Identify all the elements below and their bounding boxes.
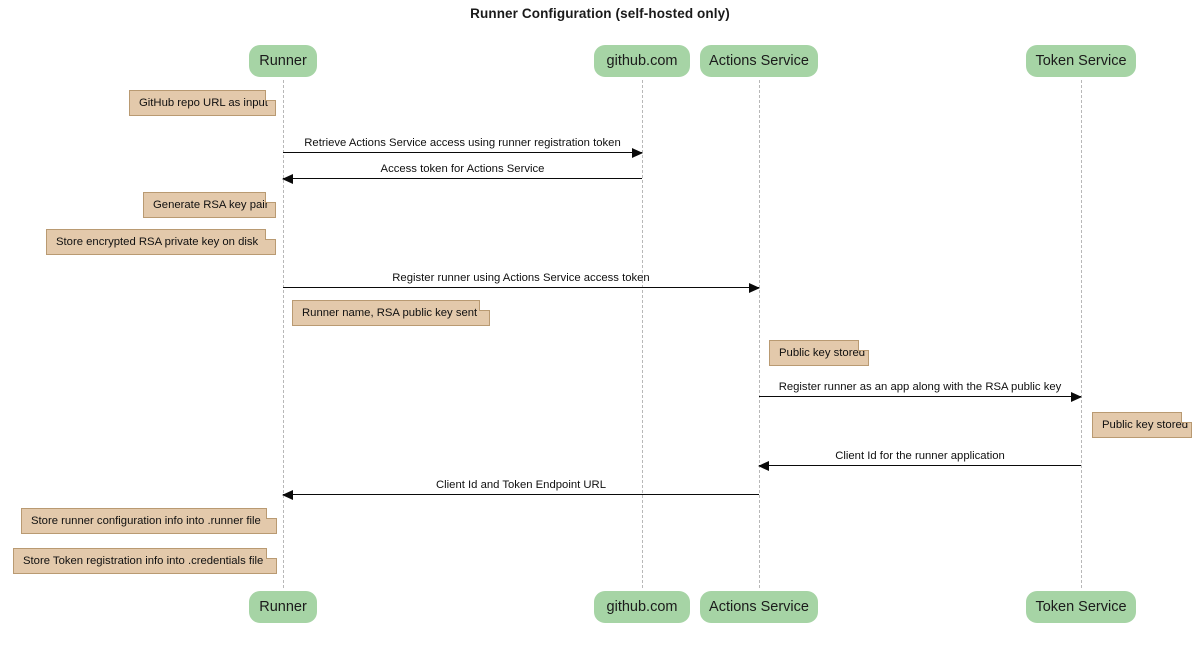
note-label: Public key stored (779, 347, 866, 359)
message-arrow-5: Client Id for the runner application (758, 450, 1081, 471)
lifeline-github (642, 80, 643, 588)
message-label: Register runner using Actions Service ac… (392, 272, 650, 284)
note-fold-corner-icon (1181, 412, 1192, 423)
note-fold-corner-icon (858, 340, 869, 351)
note-fold-corner-icon (266, 548, 277, 559)
note-fold-corner-icon (265, 90, 276, 101)
note-label: Store Token registration info into .cred… (23, 555, 264, 567)
participant-actions-top[interactable]: Actions Service (700, 45, 818, 77)
note-fold-corner-icon (479, 300, 490, 311)
participant-runner-bottom[interactable]: Runner (249, 591, 317, 623)
note-3: Store encrypted RSA private key on disk (46, 229, 276, 255)
arrowhead-icon (282, 489, 293, 500)
note-5: Public key stored (769, 340, 869, 366)
participant-github-bottom[interactable]: github.com (594, 591, 690, 623)
participant-label: Token Service (1035, 599, 1127, 615)
arrowhead-icon (1071, 391, 1082, 402)
note-7: Store runner configuration info into .ru… (21, 508, 277, 534)
participant-label: Runner (259, 599, 307, 615)
note-label: GitHub repo URL as input (139, 97, 268, 109)
note-fold-corner-icon (265, 192, 276, 203)
arrowhead-icon (632, 147, 643, 158)
note-fold-corner-icon (266, 508, 277, 519)
message-arrow-3: Register runner using Actions Service ac… (283, 272, 760, 293)
note-label: Store runner configuration info into .ru… (31, 515, 261, 527)
message-arrow-6: Client Id and Token Endpoint URL (282, 479, 759, 500)
participant-label: github.com (606, 599, 678, 615)
participant-label: Actions Service (709, 599, 809, 615)
arrowhead-icon (758, 460, 769, 471)
message-label: Access token for Actions Service (380, 163, 545, 175)
participant-label: Token Service (1035, 53, 1127, 69)
message-label: Client Id and Token Endpoint URL (436, 479, 606, 491)
participant-token-bottom[interactable]: Token Service (1026, 591, 1136, 623)
lifeline-actions (759, 80, 760, 588)
participant-label: Actions Service (709, 53, 809, 69)
message-label: Register runner as an app along with the… (778, 381, 1062, 393)
note-label: Public key stored (1102, 419, 1189, 431)
message-arrow-1: Retrieve Actions Service access using ru… (283, 137, 643, 158)
participant-runner-top[interactable]: Runner (249, 45, 317, 77)
participant-github-top[interactable]: github.com (594, 45, 690, 77)
arrowhead-icon (282, 173, 293, 184)
note-2: Generate RSA key pair (143, 192, 276, 218)
note-label: Runner name, RSA public key sent (302, 307, 478, 319)
participant-label: Runner (259, 53, 307, 69)
message-arrow-2: Access token for Actions Service (282, 163, 642, 184)
message-arrow-4: Register runner as an app along with the… (759, 381, 1082, 402)
arrowhead-icon (749, 282, 760, 293)
participant-token-top[interactable]: Token Service (1026, 45, 1136, 77)
note-fold-corner-icon (265, 229, 276, 240)
message-label: Client Id for the runner application (835, 450, 1005, 462)
participant-label: github.com (606, 53, 678, 69)
page-title: Runner Configuration (self-hosted only) (470, 6, 730, 21)
lifeline-token (1081, 80, 1082, 588)
lifeline-runner (283, 80, 284, 588)
note-8: Store Token registration info into .cred… (13, 548, 277, 574)
note-1: GitHub repo URL as input (129, 90, 276, 116)
participant-actions-bottom[interactable]: Actions Service (700, 591, 818, 623)
note-4: Runner name, RSA public key sent (292, 300, 490, 326)
message-label: Retrieve Actions Service access using ru… (304, 137, 621, 149)
note-label: Generate RSA key pair (153, 199, 269, 211)
note-label: Store encrypted RSA private key on disk (56, 236, 259, 248)
note-6: Public key stored (1092, 412, 1192, 438)
